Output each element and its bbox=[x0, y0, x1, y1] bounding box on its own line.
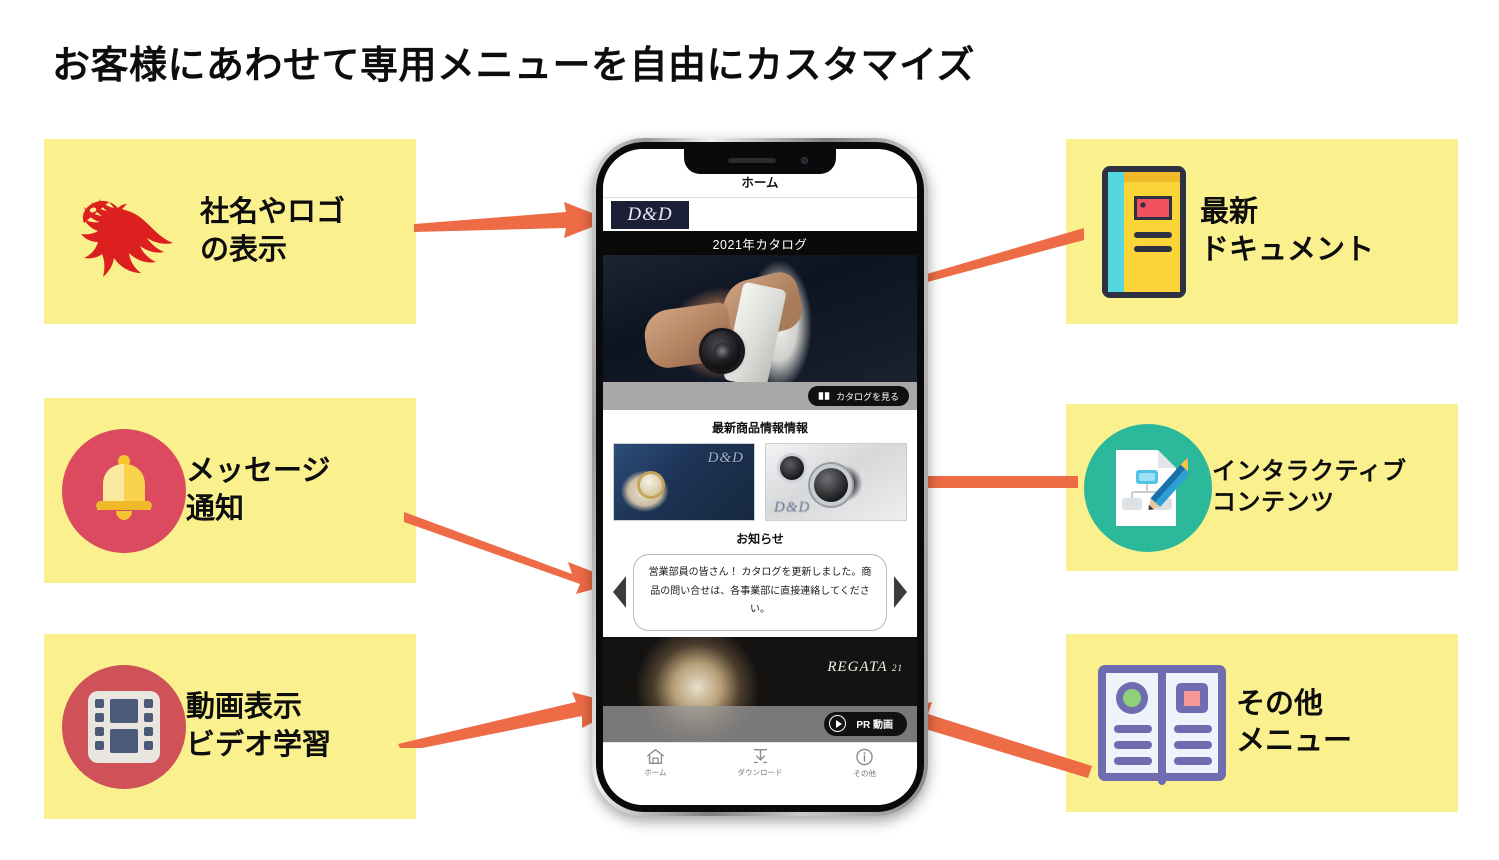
catalog-banner-title: 2021年カタログ bbox=[603, 231, 917, 255]
phone-screen: ホーム D&D 2021年カタログ カタログを見る bbox=[603, 149, 917, 805]
bell-notification-icon bbox=[62, 428, 186, 553]
video-title: REGATA 21 bbox=[827, 659, 903, 676]
thumbnail-watermark: D&D bbox=[707, 450, 744, 466]
carousel-next-arrow-icon[interactable] bbox=[894, 576, 907, 609]
feature-card-latest-document[interactable]: 最新 ドキュメント bbox=[1066, 139, 1458, 324]
book-document-icon bbox=[1088, 158, 1200, 306]
arrow-interactive-to-phone bbox=[866, 464, 1078, 498]
product-thumbnail-list: D&D D&D bbox=[603, 443, 917, 521]
open-book-icon bbox=[818, 391, 830, 401]
feature-card-message-notification[interactable]: メッセージ 通知 bbox=[44, 398, 416, 583]
company-logo-bar: D&D bbox=[603, 197, 917, 231]
tab-download[interactable]: ダウンロード bbox=[708, 748, 813, 778]
company-logo: D&D bbox=[611, 200, 689, 229]
phone-mockup: ホーム D&D 2021年カタログ カタログを見る bbox=[592, 138, 928, 816]
bottom-tab-bar: ホーム ダウンロード その他 bbox=[603, 741, 917, 784]
download-icon bbox=[753, 749, 767, 764]
carousel-prev-arrow-icon[interactable] bbox=[613, 576, 626, 609]
feature-card-label: インタラクティブ コンテンツ bbox=[1212, 457, 1407, 516]
product-thumbnail[interactable]: D&D bbox=[765, 443, 907, 521]
info-icon bbox=[856, 748, 873, 765]
product-thumbnail[interactable]: D&D bbox=[613, 443, 755, 521]
feature-card-company-logo[interactable]: 社名やロゴ の表示 bbox=[44, 139, 416, 324]
feature-card-label: 動画表示 ビデオ学習 bbox=[186, 691, 332, 761]
tab-other[interactable]: その他 bbox=[812, 748, 917, 779]
pr-video-label: PR 動画 bbox=[856, 720, 893, 731]
feature-card-label: メッセージ 通知 bbox=[186, 455, 331, 525]
thumbnail-watch-small bbox=[780, 456, 804, 480]
feature-card-video-learning[interactable]: 動画表示 ビデオ学習 bbox=[44, 634, 416, 819]
thumbnail-watch bbox=[640, 474, 662, 496]
products-heading: 最新商品情報情報 bbox=[711, 421, 808, 435]
feature-card-interactive-content[interactable]: インタラクティブ コンテンツ bbox=[1066, 404, 1458, 571]
earpiece-speaker bbox=[728, 158, 776, 163]
feature-card-label: 社名やロゴ の表示 bbox=[200, 196, 346, 266]
news-heading: お知らせ bbox=[736, 532, 784, 546]
page-title: お客様にあわせて専用メニューを自由にカスタマイズ bbox=[52, 45, 975, 87]
tab-label: ホーム bbox=[644, 768, 667, 777]
app-nav-title: ホーム bbox=[741, 176, 779, 190]
arrow-video-to-phone bbox=[398, 692, 624, 748]
video-action-strip: PR 動画 bbox=[603, 705, 917, 742]
phone-notch bbox=[684, 149, 836, 174]
home-icon bbox=[646, 749, 664, 764]
hero-watch bbox=[702, 331, 742, 371]
play-icon bbox=[829, 715, 847, 732]
arrow-document-to-phone bbox=[880, 228, 1084, 296]
phoenix-bird-icon bbox=[62, 177, 200, 287]
news-carousel: 営業部員の皆さん！ カタログを更新しました。商品の問い合せは、各事業部に直接連絡… bbox=[603, 554, 917, 631]
catalog-hero-image[interactable] bbox=[603, 255, 917, 382]
film-strip-icon bbox=[62, 664, 186, 789]
arrow-notification-to-phone bbox=[404, 512, 620, 594]
video-title-main: REGATA bbox=[827, 658, 888, 675]
arrow-logo-to-phone bbox=[414, 202, 610, 238]
view-catalog-button[interactable]: カタログを見る bbox=[807, 386, 909, 406]
feature-card-label: その他 メニュー bbox=[1236, 687, 1353, 757]
feature-card-label: 最新 ドキュメント bbox=[1200, 196, 1375, 266]
view-catalog-label: カタログを見る bbox=[835, 391, 899, 402]
arrow-othermenu-to-phone bbox=[880, 702, 1092, 778]
thumbnail-watch bbox=[814, 468, 848, 502]
tab-home[interactable]: ホーム bbox=[603, 748, 708, 778]
video-title-suffix: 21 bbox=[892, 662, 903, 673]
feature-card-other-menu[interactable]: その他 メニュー bbox=[1066, 634, 1458, 812]
tab-label: その他 bbox=[853, 768, 876, 778]
tab-label: ダウンロード bbox=[737, 768, 783, 777]
pr-video-button[interactable]: PR 動画 bbox=[824, 711, 907, 736]
open-book-menu-icon bbox=[1088, 653, 1236, 793]
front-camera bbox=[801, 157, 808, 164]
interactive-content-icon bbox=[1084, 423, 1212, 552]
video-section[interactable]: REGATA 21 PR 動画 bbox=[603, 636, 917, 742]
news-message: 営業部員の皆さん！ カタログを更新しました。商品の問い合せは、各事業部に直接連絡… bbox=[633, 554, 887, 631]
thumbnail-watermark: D&D bbox=[774, 499, 811, 515]
catalog-action-strip: カタログを見る bbox=[603, 382, 917, 410]
